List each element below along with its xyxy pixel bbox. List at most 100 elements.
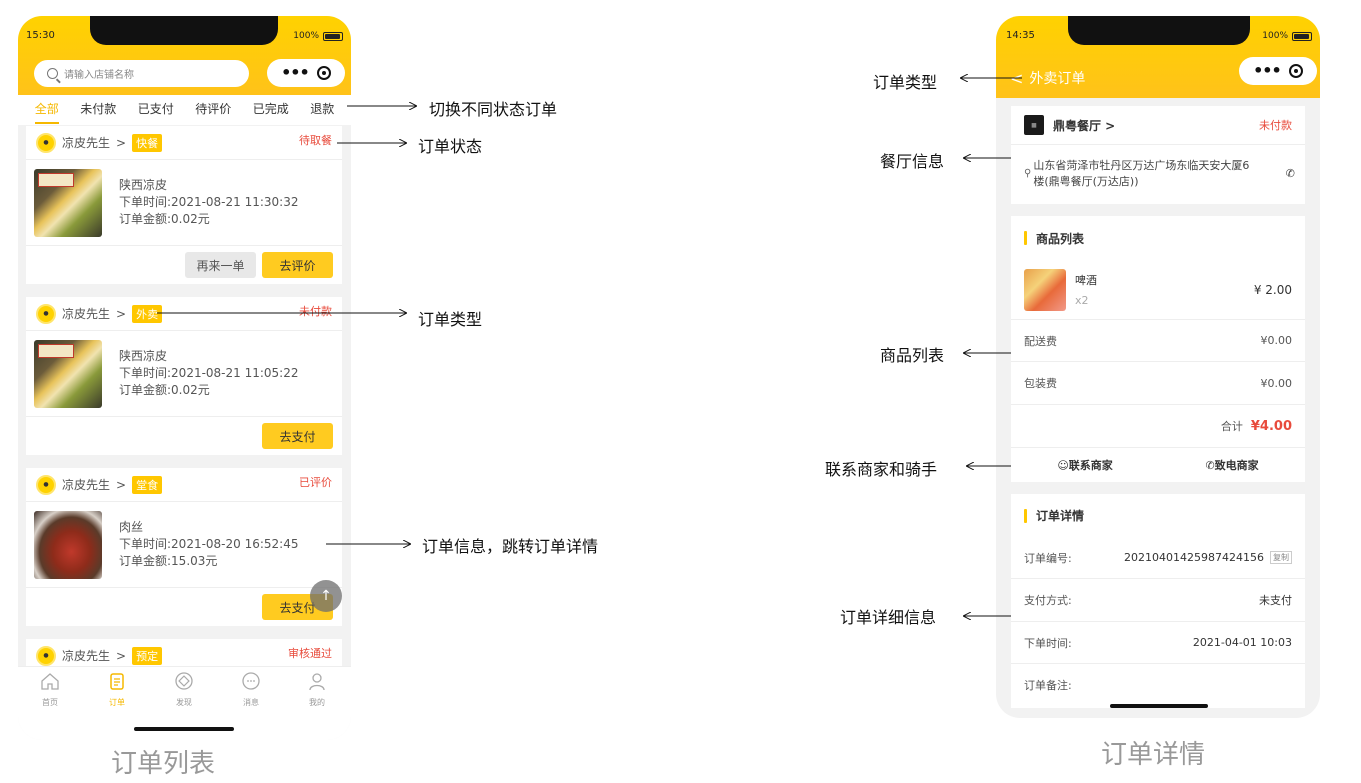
order-detail-phone: 14:35 100% < 外卖订单 ••• ■ 鼎粤餐厅 > 未付款 ⚲ 山东省…	[996, 16, 1320, 718]
close-target-icon[interactable]	[316, 66, 331, 80]
tabbar-label: 我的	[309, 698, 325, 707]
section-accent	[1024, 231, 1027, 245]
tab-to-review[interactable]: 待评价	[195, 101, 232, 116]
order-time: 下单时间:2021-08-20 16:52:45	[119, 537, 299, 551]
search-icon	[47, 68, 58, 79]
item-image	[1024, 268, 1066, 311]
tabbar-discover[interactable]: 发现	[159, 671, 209, 708]
reorder-button[interactable]: 再来一单	[185, 252, 256, 278]
pay-button[interactable]: 去支付	[262, 423, 333, 449]
tabbar-orders[interactable]: 订单	[92, 671, 142, 708]
order-card[interactable]: ● 凉皮先生> 堂食 已评价 肉丝 下单时间:2021-08-20 16:52:…	[26, 468, 342, 626]
goods-title: 商品列表	[1036, 231, 1085, 246]
shop-name: 凉皮先生	[62, 136, 111, 150]
detail-row: 订单备注:	[1011, 664, 1305, 706]
tab-refund[interactable]: 退款	[310, 101, 335, 116]
tabbar-label: 订单	[109, 698, 125, 707]
close-target-icon[interactable]	[1288, 64, 1303, 78]
user-icon	[309, 673, 325, 691]
detail-row: 下单时间: 2021-04-01 10:03	[1011, 622, 1305, 664]
item-price: ¥ 2.00	[1253, 282, 1292, 297]
goods-card: 商品列表 啤酒 x2 ¥ 2.00 配送费 ¥0.00 包装费 ¥0.00 合计…	[1011, 216, 1305, 482]
shop-logo: ●	[36, 132, 56, 153]
location-pin-icon: ⚲	[1024, 167, 1032, 179]
order-detail-caption: 订单详情	[1101, 740, 1206, 770]
tab-unpaid[interactable]: 未付款	[80, 101, 117, 116]
total-label: 合计	[1220, 420, 1243, 433]
phone-icon[interactable]: ✆	[1285, 166, 1295, 180]
more-icon[interactable]: •••	[281, 63, 310, 82]
order-actions: 再来一单 去评价	[26, 246, 342, 284]
status-tabs: 全部 未付款 已支付 待评价 已完成 退款	[18, 95, 351, 125]
fee-label: 包装费	[1024, 377, 1057, 390]
shop-name: 凉皮先生	[62, 649, 111, 663]
goods-item: 啤酒 x2 ¥ 2.00	[1011, 260, 1305, 320]
fee-label: 配送费	[1024, 334, 1057, 348]
status-time: 14:35	[1006, 30, 1035, 41]
order-card[interactable]: ● 凉皮先生> 快餐 待取餐 陕西凉皮 下单时间:2021-08-21 11:3…	[26, 126, 342, 284]
order-details-card: 订单详情 订单编号: 20210401425987424156 复制 支付方式:…	[1011, 494, 1305, 708]
order-time: 下单时间:2021-08-21 11:05:22	[119, 366, 299, 380]
order-list-caption: 订单列表	[111, 749, 216, 779]
order-type-tag: 快餐	[132, 133, 163, 152]
order-info[interactable]: 肉丝 下单时间:2021-08-20 16:52:45 订单金额:15.03元	[26, 502, 342, 588]
order-status: 未付款	[1259, 119, 1292, 132]
details-header: 订单详情	[1011, 494, 1305, 537]
battery-indicator: 100%	[293, 31, 343, 41]
annotation-order-type: 订单类型	[418, 310, 483, 329]
order-status: 审核通过	[288, 647, 332, 660]
copy-button[interactable]: 复制	[1270, 551, 1292, 564]
order-info[interactable]: 陕西凉皮 下单时间:2021-08-21 11:30:32 订单金额:0.02元	[26, 160, 342, 246]
restaurant-name[interactable]: 鼎粤餐厅 >	[1053, 118, 1116, 133]
order-info[interactable]: 陕西凉皮 下单时间:2021-08-21 11:05:22 订单金额:0.02元	[26, 331, 342, 417]
tabbar-profile[interactable]: 我的	[292, 671, 342, 708]
contact-row: ☺联系商家 ✆致电商家	[1011, 448, 1305, 482]
search-placeholder: 请输入店铺名称	[64, 70, 134, 81]
page-title-text: 外卖订单	[1029, 71, 1086, 87]
details-title: 订单详情	[1036, 509, 1085, 523]
more-icon[interactable]: •••	[1253, 61, 1282, 80]
item-name: 啤酒	[1075, 274, 1097, 287]
tabbar-home[interactable]: 首页	[25, 671, 75, 708]
tab-all[interactable]: 全部	[34, 100, 59, 124]
detail-label: 订单编号:	[1024, 551, 1072, 565]
order-status: 未付款	[299, 305, 332, 318]
call-merchant-button[interactable]: ✆致电商家	[1205, 457, 1258, 473]
home-indicator	[1110, 704, 1208, 708]
miniprogram-capsule[interactable]: •••	[267, 59, 345, 87]
detail-row: 订单编号: 20210401425987424156 复制	[1011, 537, 1305, 579]
tabbar-messages[interactable]: 消息	[226, 671, 276, 708]
order-card[interactable]: ● 凉皮先生> 外卖 未付款 陕西凉皮 下单时间:2021-08-21 11:0…	[26, 297, 342, 455]
miniprogram-capsule[interactable]: •••	[1239, 57, 1317, 85]
order-actions: 去支付	[26, 417, 342, 455]
order-type-tag: 堂食	[132, 475, 163, 494]
contact-merchant-label: 联系商家	[1068, 459, 1113, 472]
phone-notch	[1068, 16, 1250, 45]
back-to-top-button[interactable]: ↑	[310, 580, 342, 612]
order-card-header: ● 凉皮先生> 外卖 未付款	[26, 297, 342, 331]
tab-paid[interactable]: 已支付	[137, 101, 174, 116]
tab-completed[interactable]: 已完成	[252, 101, 289, 116]
battery-label: 100%	[1262, 31, 1288, 41]
order-status: 已评价	[299, 476, 332, 489]
order-type-tag: 外卖	[132, 304, 163, 323]
contact-merchant-button[interactable]: ☺联系商家	[1057, 457, 1112, 473]
dish-name: 肉丝	[119, 520, 144, 534]
restaurant-card: ■ 鼎粤餐厅 > 未付款 ⚲ 山东省菏泽市牡丹区万达广场东临天安大厦6 楼(鼎粤…	[1011, 106, 1305, 204]
goods-header: 商品列表	[1011, 216, 1305, 260]
phone-notch	[90, 16, 278, 45]
dish-image	[34, 339, 102, 408]
dish-image	[34, 510, 102, 579]
detail-label: 订单备注:	[1024, 679, 1072, 692]
restaurant-row[interactable]: ■ 鼎粤餐厅 > 未付款	[1011, 106, 1305, 145]
search-input[interactable]: 请输入店铺名称	[34, 60, 249, 87]
order-type-tag: 预定	[132, 646, 163, 665]
annotation-order-status: 订单状态	[418, 137, 483, 156]
annotation-switch-status: 切换不同状态订单	[429, 100, 558, 119]
shop-logo: ●	[36, 474, 56, 495]
home-indicator	[134, 727, 234, 731]
review-button[interactable]: 去评价	[262, 252, 333, 278]
annotation-detail-info: 订单详细信息	[840, 608, 937, 627]
order-time: 下单时间:2021-08-21 11:30:32	[119, 195, 299, 209]
arrow-up-icon: ↑	[320, 588, 332, 604]
